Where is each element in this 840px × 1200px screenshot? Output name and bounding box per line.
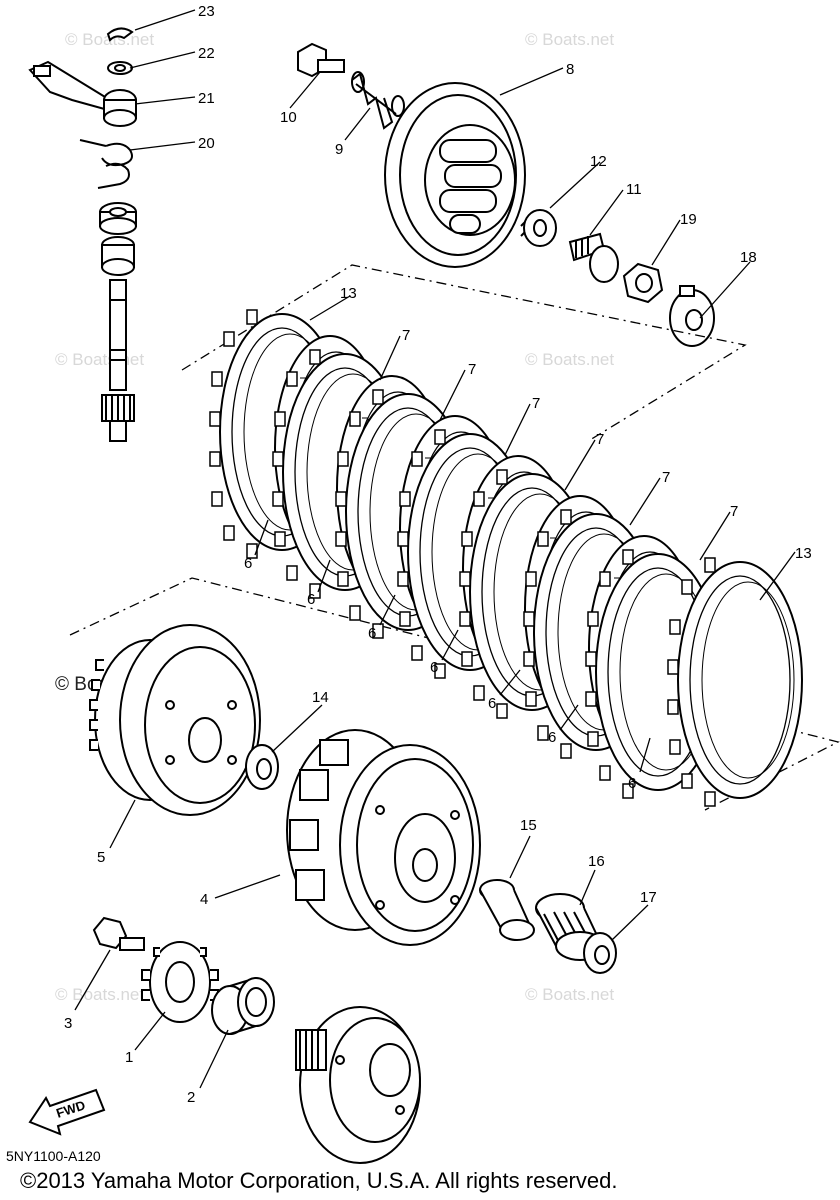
label-18: 18	[740, 249, 757, 266]
watermark-text: © Boats.net	[525, 30, 614, 49]
label-9: 9	[335, 141, 343, 158]
release-bearing	[520, 209, 557, 247]
label-3: 3	[64, 1015, 72, 1032]
label-6: 6	[628, 775, 636, 792]
label-2: 2	[187, 1089, 195, 1106]
clutch-lever-assembly	[28, 27, 137, 189]
label-6: 6	[368, 625, 376, 642]
label-7: 7	[532, 395, 540, 412]
gear-collar	[211, 977, 275, 1035]
label-6: 6	[488, 695, 496, 712]
push-rod	[568, 232, 619, 283]
label-19: 19	[680, 211, 697, 228]
watermark-text: © Boats.net	[525, 350, 614, 369]
clutch-housing-bottom	[295, 1006, 421, 1164]
label-17: 17	[640, 889, 657, 906]
part-number-labels: 23 22 21 20 8 10 9 12 11 19 18 13 13 7 7…	[64, 3, 812, 1106]
label-15: 15	[520, 817, 537, 834]
primary-driven-gear	[89, 624, 261, 816]
label-6: 6	[548, 729, 556, 746]
clutch-bolt	[297, 42, 345, 78]
label-7: 7	[662, 469, 670, 486]
watermark-text: © Boats.net	[55, 350, 144, 369]
copyright-notice: ©2013 Yamaha Motor Corporation, U.S.A. A…	[20, 1168, 618, 1193]
label-20: 20	[198, 135, 215, 152]
label-6: 6	[430, 659, 438, 676]
plate-group-box	[181, 264, 747, 441]
forward-arrow-icon: FWD	[28, 1088, 106, 1136]
watermark-text: © Boats.net	[55, 985, 144, 1004]
label-8: 8	[566, 61, 574, 78]
label-21: 21	[198, 90, 215, 107]
label-6: 6	[244, 555, 252, 572]
label-14: 14	[312, 689, 329, 706]
label-23: 23	[198, 3, 215, 20]
label-16: 16	[588, 853, 605, 870]
clutch-spring	[351, 71, 405, 130]
label-10: 10	[280, 109, 297, 126]
bottom-bolt	[92, 916, 145, 951]
clutch-boss	[286, 729, 481, 946]
label-22: 22	[198, 45, 215, 62]
pressure-plate	[384, 82, 526, 268]
label-13-right: 13	[795, 545, 812, 562]
diagram-code: 5NY1100-A120	[6, 1148, 101, 1164]
label-5: 5	[97, 849, 105, 866]
label-7: 7	[596, 431, 604, 448]
lock-washer	[669, 285, 715, 347]
label-4: 4	[200, 891, 208, 908]
label-7: 7	[402, 327, 410, 344]
label-6: 6	[307, 591, 315, 608]
label-7: 7	[730, 503, 738, 520]
label-13-top: 13	[340, 285, 357, 302]
thrust-washer	[245, 744, 279, 790]
kick-shaft-assembly	[99, 202, 137, 442]
lock-nut	[622, 262, 664, 304]
clutch-plate-stack	[209, 309, 803, 807]
label-11: 11	[626, 181, 642, 198]
collar-spacer	[479, 879, 535, 941]
leader-lines	[74, 9, 796, 1089]
label-1: 1	[125, 1049, 133, 1066]
label-7: 7	[468, 361, 476, 378]
label-12: 12	[590, 153, 607, 170]
drive-gear	[141, 941, 219, 1023]
spacer-washer	[583, 932, 617, 974]
watermark-text: © Boats.net	[525, 985, 614, 1004]
